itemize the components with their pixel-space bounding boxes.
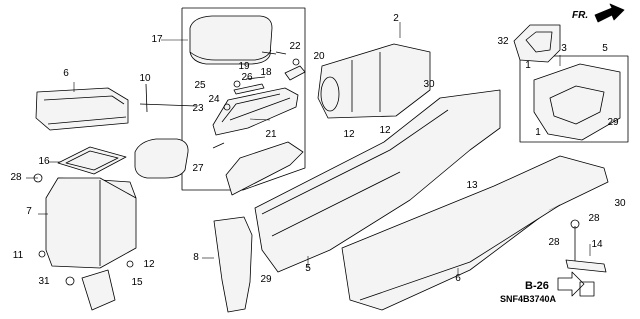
lower-trim-part: [341, 155, 609, 311]
callout-5: 5: [602, 43, 608, 54]
callout-10: 8: [193, 252, 199, 263]
callout-12-a: 11: [12, 250, 24, 261]
drawing-code: SNF4B3740A: [500, 294, 557, 304]
front-direction-arrow: [594, 3, 625, 23]
callout-22: 22: [289, 41, 301, 52]
callout-17: 17: [151, 34, 163, 45]
callout-6: 5: [305, 263, 311, 274]
lower-box-part: [45, 177, 137, 269]
callout-8: 6: [63, 68, 69, 79]
armrest-lid-part: [189, 15, 273, 65]
callout-28-b: 28: [588, 213, 600, 224]
callout-29-a: 29: [260, 274, 272, 285]
side-panel-part: [213, 216, 253, 313]
callout-1-a: 1: [525, 60, 531, 71]
bolt-part: [33, 173, 134, 286]
hinge-assembly-part: [212, 87, 299, 136]
callout-32: 32: [497, 36, 509, 47]
callout-7: 6: [455, 273, 461, 284]
small-fastener-parts: [212, 51, 306, 149]
callout-31: 31: [38, 276, 50, 287]
shift-bezel-part: [513, 24, 561, 63]
main-console-part: [254, 89, 501, 273]
callout-23: 23: [192, 103, 204, 114]
pocket-tray-part: [35, 87, 129, 131]
callout-24: 24: [208, 94, 220, 105]
callout-1-b: 1: [535, 127, 541, 138]
callout-26: 26: [241, 72, 253, 83]
callout-2: 2: [393, 13, 399, 24]
callout-3: 3: [561, 43, 567, 54]
callout-15: 15: [131, 277, 143, 288]
front-panel-part: [533, 63, 621, 141]
front-panel-frame: [519, 55, 629, 143]
callout-12-b: 12: [143, 259, 155, 270]
callout-18: 18: [260, 67, 272, 78]
callout-29-b: 29: [607, 117, 619, 128]
callout-28-a: 28: [10, 172, 22, 183]
leader-lines: [26, 22, 591, 274]
callout-20: 20: [313, 51, 325, 62]
callout-16: 16: [38, 156, 50, 167]
callout-12-c: 12: [343, 129, 355, 140]
callout-19: 19: [238, 61, 250, 72]
callout-9: 7: [26, 206, 32, 217]
callout-25: 25: [194, 80, 206, 91]
callout-30-b: 30: [614, 198, 626, 209]
reference-label: B-26: [525, 280, 549, 292]
mat-part: [57, 146, 127, 175]
callout-27: 27: [192, 163, 204, 174]
callout-14: 14: [591, 239, 603, 250]
long-bolt-part: [139, 83, 197, 113]
armrest-pad-part: [134, 138, 189, 179]
callout-13-a: 12: [379, 125, 391, 136]
callout-30-a: 30: [423, 79, 435, 90]
callout-21: 21: [265, 129, 277, 140]
callout-28-c: 28: [548, 237, 560, 248]
bracket-part: [81, 269, 116, 311]
lower-tray-part: [225, 141, 304, 196]
front-label: FR.: [572, 10, 589, 21]
reference-arrow: [557, 271, 595, 297]
callout-13-b: 13: [466, 180, 478, 191]
center-duct-part: [317, 43, 431, 119]
callout-11: 10: [139, 73, 151, 84]
right-bracket-part: [565, 219, 607, 273]
